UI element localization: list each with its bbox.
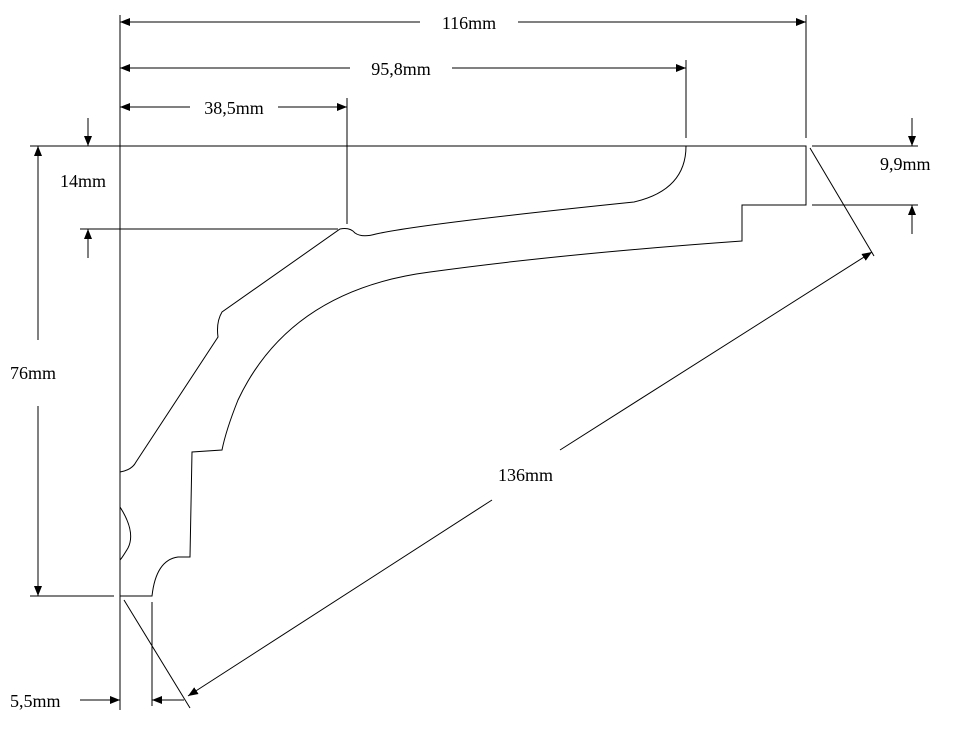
label-top-step: 14mm xyxy=(60,171,106,191)
label-bottom-lip: 5,5mm xyxy=(10,691,61,711)
profile-outline xyxy=(119,145,807,597)
label-upper-width: 95,8mm xyxy=(371,59,431,79)
dim-diagonal-lower xyxy=(187,499,493,697)
label-overall-width: 116mm xyxy=(442,13,496,33)
label-right-step: 9,9mm xyxy=(880,154,931,174)
dim-diagonal-upper xyxy=(559,251,873,451)
ext-diag-top xyxy=(809,147,875,257)
label-top-flat: 38,5mm xyxy=(204,98,264,118)
label-diagonal: 136mm xyxy=(498,465,553,485)
ext-diag-bottom xyxy=(123,599,191,709)
label-height: 76mm xyxy=(10,363,56,383)
